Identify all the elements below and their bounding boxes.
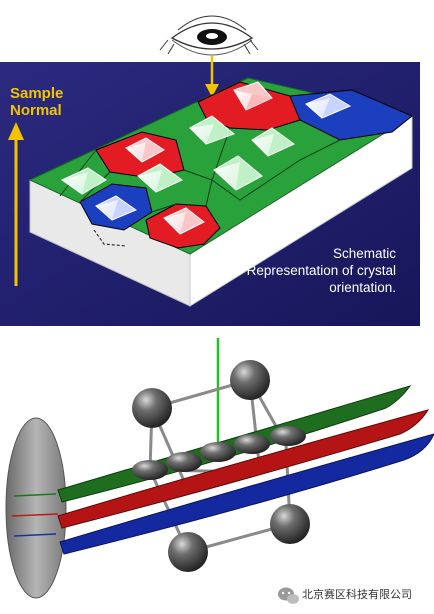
viewing-direction-arrow xyxy=(205,56,219,97)
atom xyxy=(270,426,306,446)
eye-icon xyxy=(159,15,259,56)
atom xyxy=(132,388,172,428)
crystal-marker xyxy=(251,127,295,157)
crystal-marker xyxy=(125,137,165,163)
watermark: 北京赛区科技有限公司 xyxy=(278,587,412,604)
orientation-markers xyxy=(61,81,352,247)
lattice-planes xyxy=(57,385,434,555)
atom xyxy=(200,442,236,462)
atom xyxy=(234,434,270,454)
crystal-marker xyxy=(189,115,236,145)
schematic-svg: Sample Normal xyxy=(0,15,420,326)
crystal-marker xyxy=(233,81,273,111)
crystal-marker xyxy=(213,155,263,191)
sample-normal-label-line2: Normal xyxy=(10,102,62,119)
atom xyxy=(166,452,202,472)
crystal-marker xyxy=(305,93,352,119)
caption-line1: Schematic xyxy=(333,246,396,261)
crystal-marker xyxy=(61,167,107,195)
caption-line3: orientation. xyxy=(329,280,396,295)
sample-normal-arrow xyxy=(8,122,24,286)
lattice-atoms-mid xyxy=(132,426,306,480)
watermark-text: 北京赛区科技有限公司 xyxy=(302,587,412,601)
crystal-marker xyxy=(137,163,183,193)
plane-red xyxy=(57,409,430,529)
crystal-marker xyxy=(95,195,138,221)
plane-blue xyxy=(59,433,434,555)
wechat-icon xyxy=(278,587,299,604)
crystal-marker xyxy=(163,207,205,235)
atom xyxy=(132,460,168,480)
schematic-caption: Schematic Representation of crystal orie… xyxy=(247,246,397,295)
lattice-atoms-corners xyxy=(132,360,310,572)
sample-normal-label-line1: Sample xyxy=(10,85,63,102)
lattice-svg: 北京赛区科技有限公司 xyxy=(5,338,434,604)
caption-line2: Representation of crystal xyxy=(247,263,396,278)
crystal-orientation-schematic: Sample Normal xyxy=(0,15,420,326)
atom xyxy=(168,532,208,572)
atom xyxy=(270,504,310,544)
lattice-diagram: 北京赛区科技有限公司 xyxy=(0,330,434,614)
atom xyxy=(230,360,270,400)
projection-disk xyxy=(5,417,67,599)
